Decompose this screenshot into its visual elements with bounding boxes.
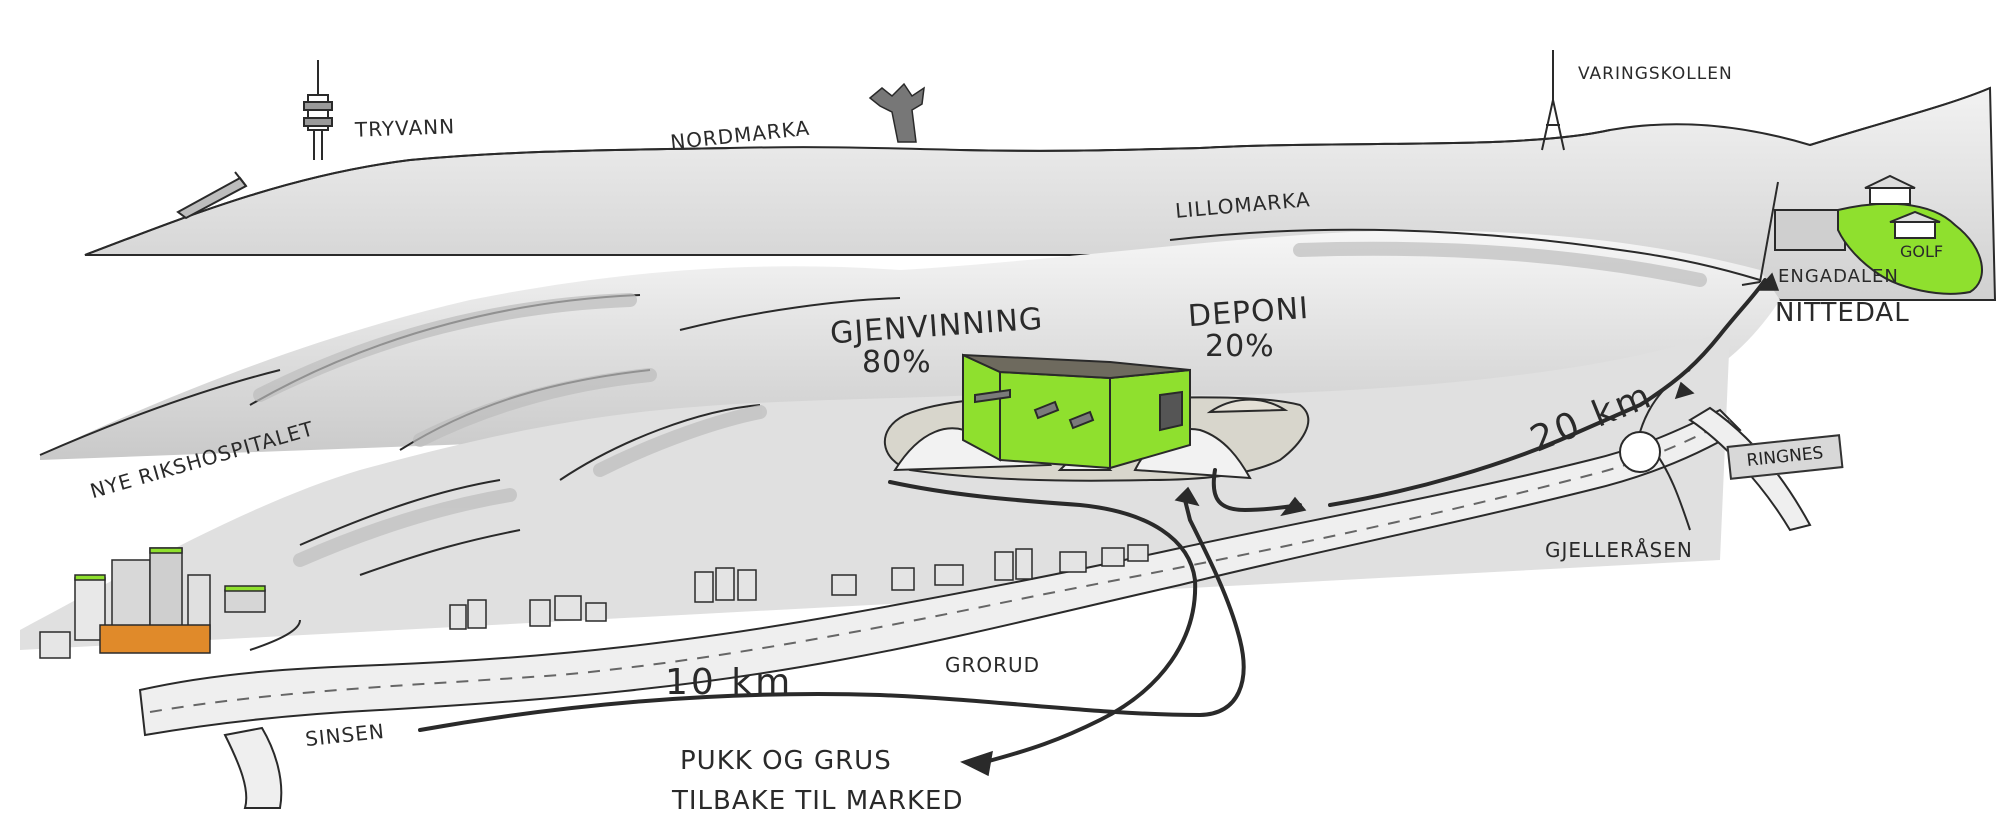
arrow-heads: [960, 272, 1780, 777]
route-arrows: [418, 278, 1767, 764]
route-10km-arrow: [418, 498, 1246, 732]
label-tryvann: TRYVANN: [354, 114, 456, 142]
label-ringnes: RINGNES: [1745, 443, 1825, 471]
tryvann-tower-icon: [303, 60, 333, 160]
varingskollen-tower-icon: [1541, 50, 1565, 151]
ridge-shading: [253, 241, 1707, 567]
main-road: [138, 408, 1742, 737]
label-varingskollen: VARINGSKOLLEN: [1578, 64, 1733, 84]
label-gjenvinning-pct: 80%: [862, 345, 932, 380]
label-gjellerasen: GJELLERÅSEN: [1545, 538, 1693, 562]
roundabout: [1619, 431, 1661, 473]
ski-jump-icon: [176, 171, 248, 220]
hospital-buildings-icon: [39, 547, 266, 659]
label-deponi: DEPONI: [1186, 290, 1311, 335]
label-distance-west: 10 km: [665, 662, 794, 703]
label-pukk-line1: PUKK OG GRUS: [680, 746, 892, 776]
label-pukk-line2: TILBAKE TIL MARKED: [672, 786, 964, 816]
label-deponi-pct: 20%: [1205, 329, 1275, 364]
town-buildings-icon: [449, 544, 1149, 630]
sinsen-road: [223, 726, 283, 809]
label-nittedal: NITTEDAL: [1775, 298, 1910, 328]
golf-course: [1837, 202, 1983, 295]
road-centerline: [149, 419, 1731, 713]
route-pukk-arrow: [888, 480, 1198, 764]
farm-house-icon: [1864, 174, 1941, 239]
moose-icon: [868, 82, 925, 143]
golf-field: [1774, 209, 1846, 251]
route-nittedal-arrow: [1328, 278, 1767, 507]
recycling-plant-building: [962, 353, 1191, 470]
engadalen-road: [1741, 181, 1779, 286]
label-engadalen: ENGADALEN: [1778, 266, 1899, 287]
route-20km-arrow: [1211, 468, 1302, 513]
label-grorud: GRORUD: [945, 653, 1041, 677]
label-golf: GOLF: [1900, 242, 1944, 261]
